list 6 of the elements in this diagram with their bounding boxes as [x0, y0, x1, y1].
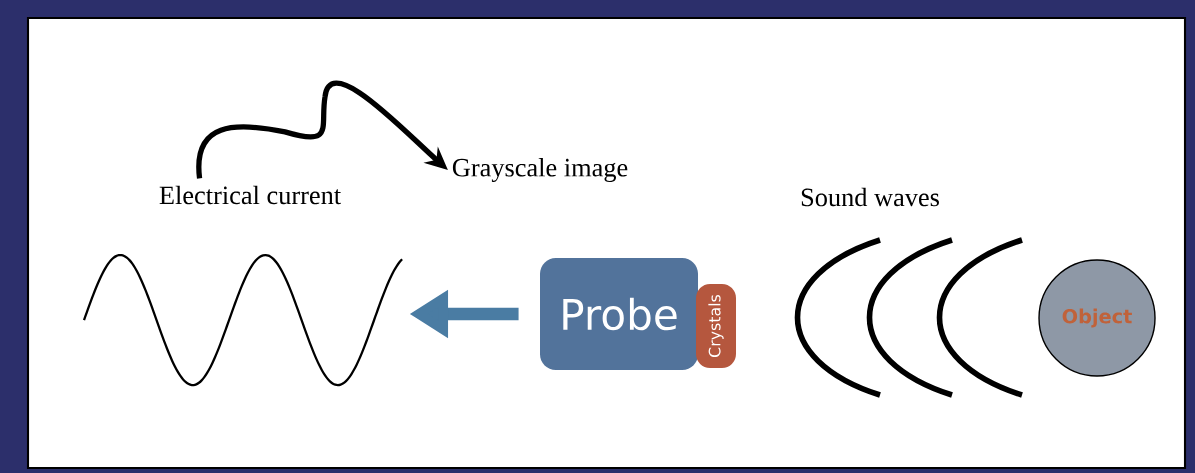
caption-text: Electrical current	[159, 185, 341, 205]
caption-text: Sound waves	[801, 187, 939, 207]
sine-wave-drawing	[82, 253, 403, 387]
probe-box: Probe	[540, 258, 698, 370]
caption-text: Grayscale image	[452, 158, 628, 182]
crystals-pad: Crystals	[696, 284, 736, 368]
